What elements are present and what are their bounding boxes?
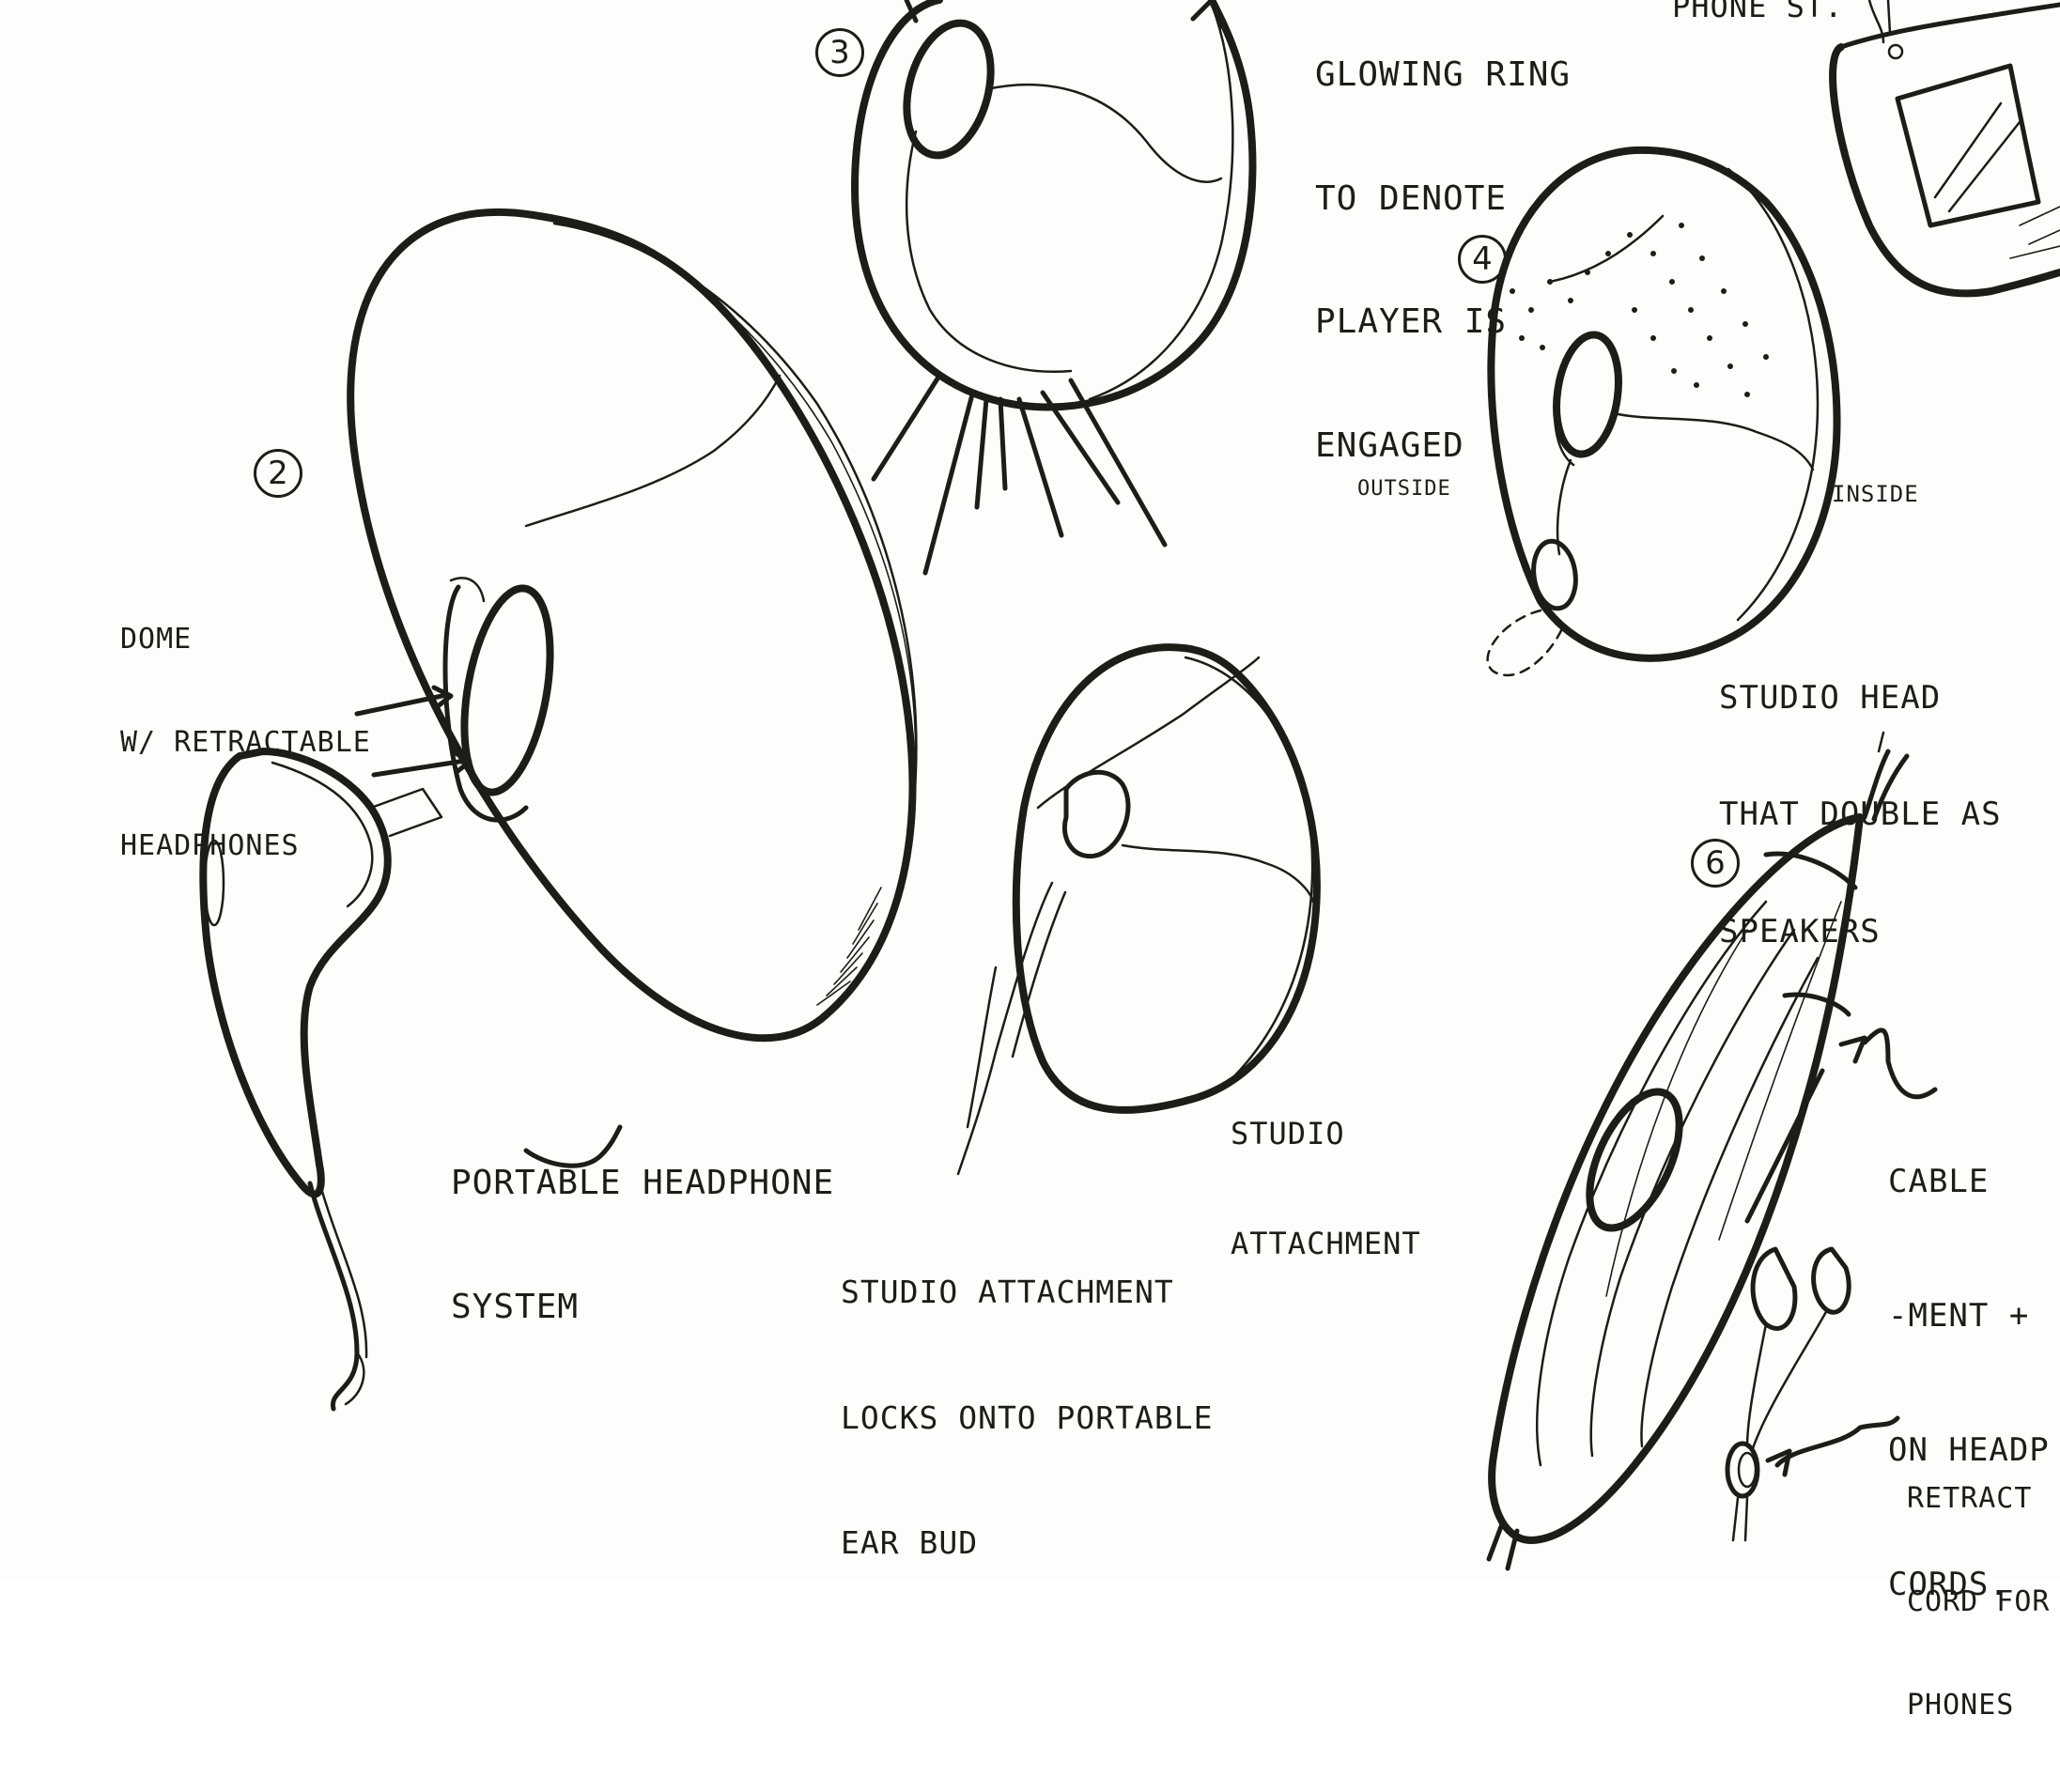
earbud-sketch <box>199 748 443 1412</box>
studio-locks-note: STUDIO ATTACHMENT LOCKS ONTO PORTABLE EA… <box>841 1274 1214 1562</box>
sketch-drawing <box>199 0 2060 1571</box>
dome-headphone-sketch <box>347 208 918 1043</box>
inside-label: INSIDE <box>1832 481 1919 507</box>
speaker-head-sketch <box>1486 146 1841 677</box>
dome-stand-sketch <box>851 0 1257 576</box>
concept-number-2: 2 <box>254 449 302 498</box>
cable-callout-arrow <box>1838 1027 1938 1100</box>
concept-number-6: 6 <box>1691 839 1740 888</box>
concept-number-4: 4 <box>1458 235 1507 284</box>
studio-attachment-label: STUDIO ATTACHMENT <box>1231 1116 1421 1262</box>
retract-callout-arrow <box>1765 1415 1900 1477</box>
cable-management-sketch <box>1486 731 1910 1571</box>
glowing-ring-note: GLOWING RING TO DENOTE PLAYER IS ENGAGED <box>1315 54 1572 465</box>
studio-head-note: STUDIO HEAD THAT DOUBLE AS SPEAKERS <box>1719 678 2002 950</box>
speaker-perforation <box>1510 223 1769 397</box>
top-right-fragment: PHONE ST. <box>1672 0 1844 24</box>
player-device-sketch <box>1829 0 2060 298</box>
sketch-sheet: 2 3 4 6 GLOWING RING TO DENOTE PLAYER IS… <box>120 0 2060 1722</box>
system-underline <box>523 1124 623 1168</box>
portable-system-label: PORTABLE HEADPHONE SYSTEM <box>451 1163 835 1326</box>
outside-label: OUTSIDE <box>1357 477 1451 501</box>
concept-number-3: 3 <box>815 28 864 77</box>
dome-note: DOME W/ RETRACTABLE HEADPHONES <box>120 623 371 862</box>
studio-attachment-sketch <box>956 643 1321 1176</box>
retract-cord-note: RETRACT CORD FOR PHONES <box>1907 1482 2051 1722</box>
